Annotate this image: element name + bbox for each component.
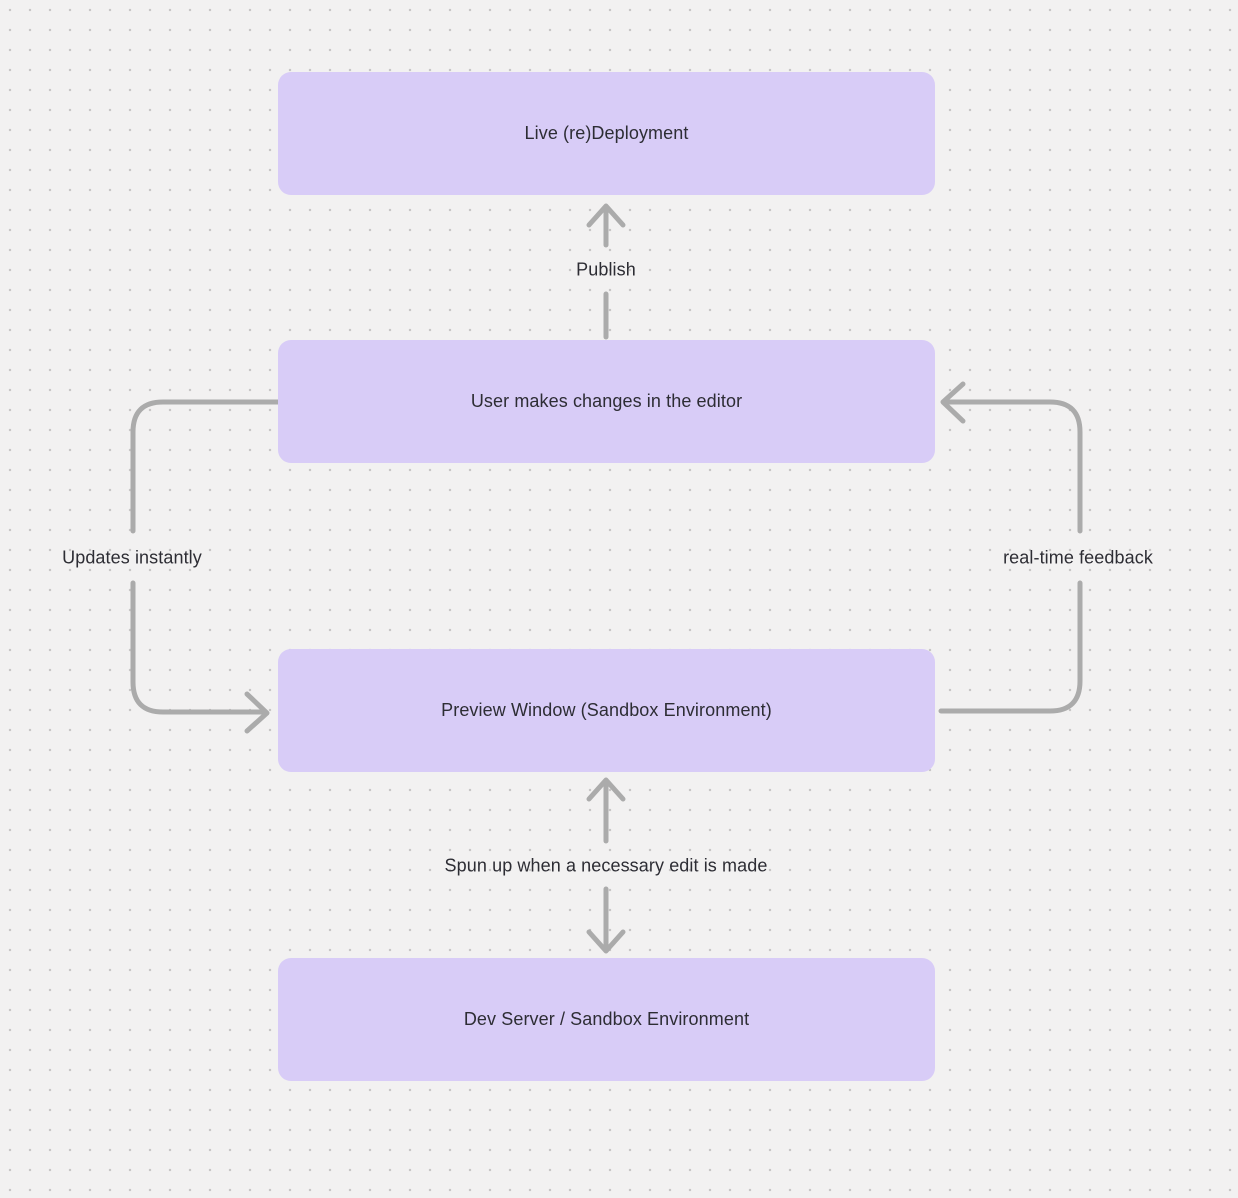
node-preview-window-label: Preview Window (Sandbox Environment) (441, 700, 772, 720)
node-dev-server[interactable]: Dev Server / Sandbox Environment (278, 958, 935, 1081)
edge-real-time-feedback-arrow (938, 381, 1083, 714)
node-user-editor[interactable]: User makes changes in the editor (278, 340, 935, 463)
edge-publish-arrow (586, 203, 626, 340)
node-preview-window[interactable]: Preview Window (Sandbox Environment) (278, 649, 935, 772)
edge-spun-up-arrow (586, 777, 626, 954)
node-live-redeployment[interactable]: Live (re)Deployment (278, 72, 935, 195)
node-live-redeployment-label: Live (re)Deployment (524, 123, 689, 143)
edge-label-spun-up: Spun up when a necessary edit is made (444, 855, 768, 876)
edge-updates-instantly-arrow (130, 399, 281, 734)
node-dev-server-label: Dev Server / Sandbox Environment (463, 1009, 750, 1029)
edge-label-updates-instantly: Updates instantly (62, 547, 202, 568)
edge-label-real-time-feedback: real-time feedback (1003, 547, 1153, 568)
edge-label-publish: Publish (576, 259, 636, 280)
node-user-editor-label: User makes changes in the editor (470, 391, 743, 411)
